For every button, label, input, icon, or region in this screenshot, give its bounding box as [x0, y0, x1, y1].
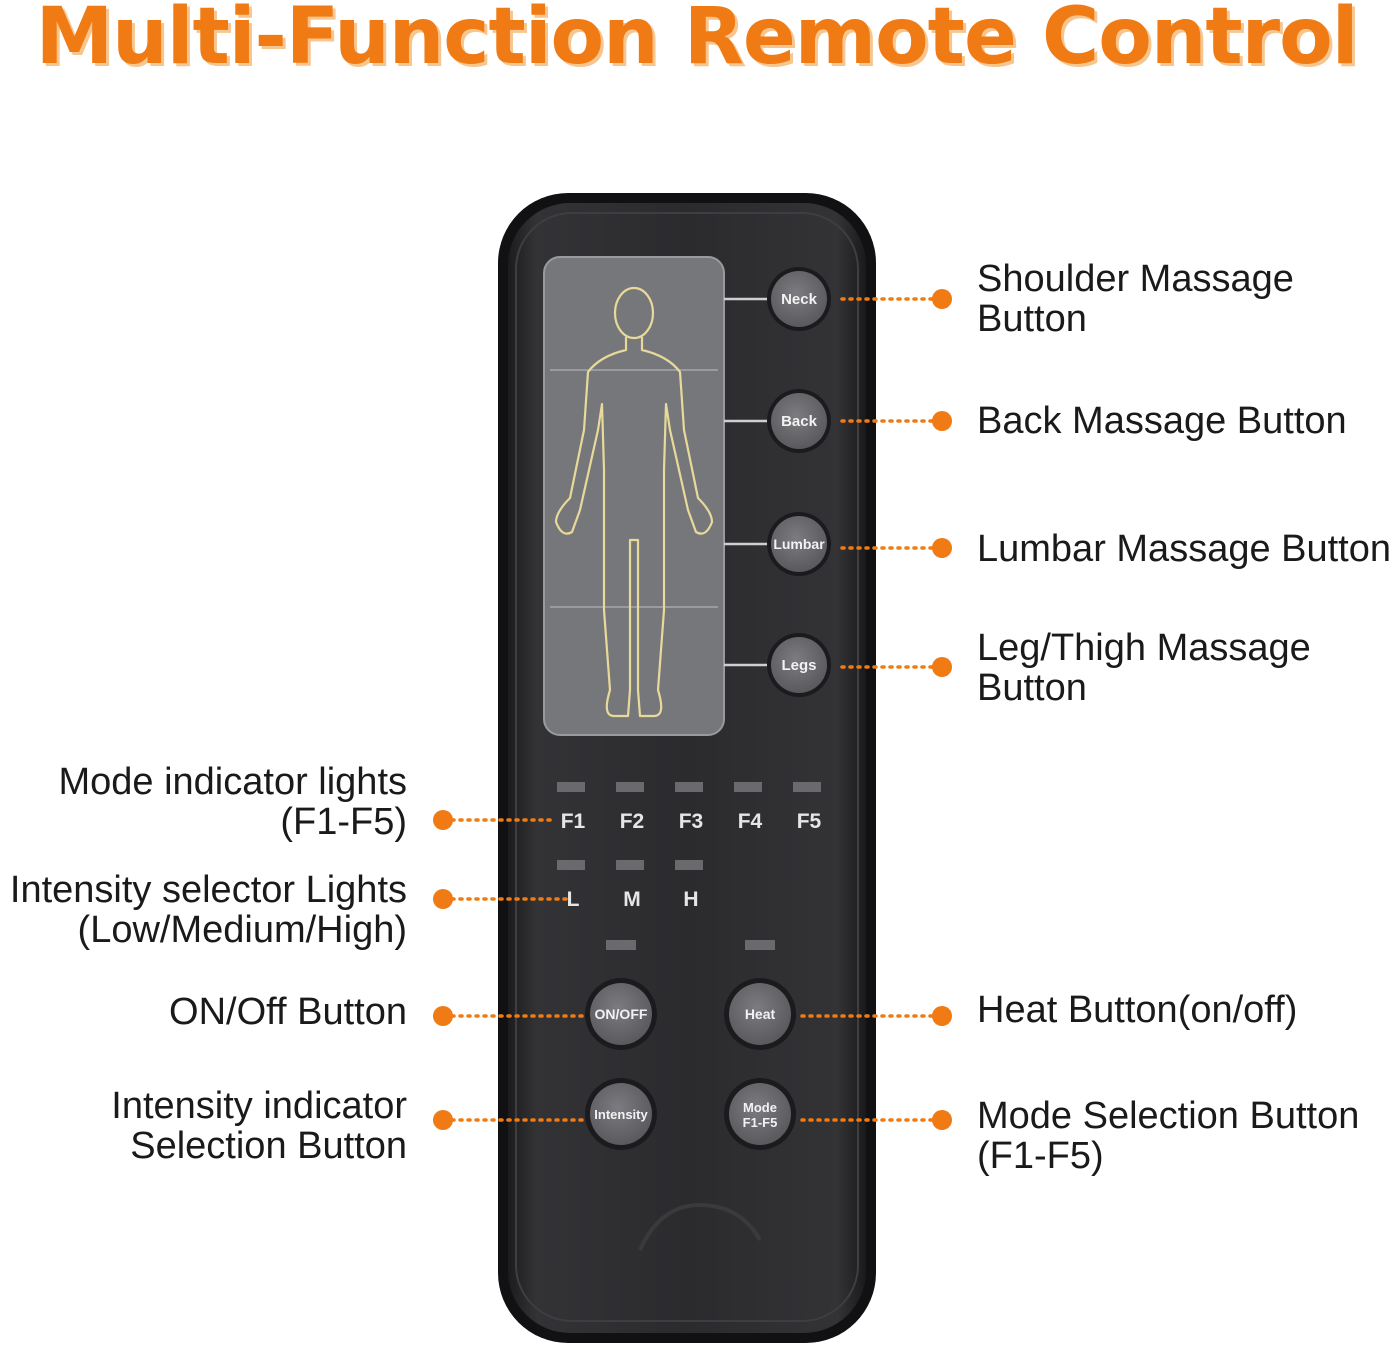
mode-light: [793, 782, 821, 792]
callout-leg: Leg/Thigh Massage Button: [977, 628, 1311, 708]
callout-onoff: ON/Off Button: [169, 992, 407, 1032]
callout-dot: [433, 1006, 453, 1026]
mode-button-label-line2: F1-F5: [743, 1115, 778, 1130]
power-indicator-light: [606, 940, 636, 950]
legs-button[interactable]: Legs: [767, 633, 831, 697]
lumbar-button[interactable]: Lumbar: [767, 512, 831, 576]
callout-dot: [932, 411, 952, 431]
callout-heat-line1: Heat Button(on/off): [977, 989, 1298, 1031]
callout-shoulder-line1: Shoulder Massage: [977, 258, 1294, 300]
page-title: Multi-Function Remote Control: [35, 0, 1359, 82]
callout-heat: Heat Button(on/off): [977, 990, 1297, 1030]
body-map-panel: [543, 256, 725, 736]
neck-button-label: Neck: [781, 291, 818, 308]
callout-mode-button: Mode Selection Button (F1-F5): [977, 1096, 1359, 1176]
mode-light-label: F3: [679, 810, 704, 833]
callout-dot: [932, 289, 952, 309]
heat-indicator-light: [745, 940, 775, 950]
callout-dot: [433, 889, 453, 909]
mode-light-label: F5: [797, 810, 822, 833]
mode-light-label: F2: [620, 810, 645, 833]
brand-mark-icon: [638, 1202, 762, 1251]
callout-dot: [433, 810, 453, 830]
callout-mode-lights-line2: (F1-F5): [280, 801, 407, 843]
callout-shoulder: Shoulder Massage Button: [977, 259, 1294, 339]
mode-button[interactable]: Mode F1-F5: [724, 1078, 796, 1150]
back-button-label: Back: [781, 413, 818, 430]
mode-light: [616, 782, 644, 792]
callout-back: Back Massage Button: [977, 401, 1347, 441]
panel-connectors: [724, 297, 768, 667]
callout-leg-line1: Leg/Thigh Massage: [977, 627, 1311, 669]
intensity-light-label: H: [683, 888, 698, 911]
callout-back-line1: Back Massage Button: [977, 400, 1347, 442]
callout-dot: [433, 1110, 453, 1130]
intensity-light: [557, 860, 585, 870]
mode-light: [734, 782, 762, 792]
callout-intensity-button-line2: Selection Button: [130, 1125, 407, 1167]
callout-leg-line2: Button: [977, 667, 1087, 709]
callout-dot: [932, 538, 952, 558]
callout-intensity-lights: Intensity selector Lights (Low/Medium/Hi…: [10, 870, 407, 950]
neck-button[interactable]: Neck: [767, 267, 831, 331]
callout-lumbar-line1: Lumbar Massage Button: [977, 528, 1392, 570]
callout-mode-button-line1: Mode Selection Button: [977, 1095, 1360, 1137]
mode-light-label: F1: [561, 810, 586, 833]
callout-dot: [932, 1006, 952, 1026]
callout-lumbar: Lumbar Massage Button: [977, 529, 1391, 569]
intensity-light: [675, 860, 703, 870]
callout-dot: [932, 657, 952, 677]
callout-intensity-lights-line2: (Low/Medium/High): [77, 909, 407, 951]
callout-shoulder-line2: Button: [977, 298, 1087, 340]
heat-button-label: Heat: [745, 1006, 776, 1022]
callout-intensity-lights-line1: Intensity selector Lights: [9, 869, 407, 911]
legs-button-label: Legs: [781, 657, 816, 674]
mode-light: [675, 782, 703, 792]
callout-mode-lights-line1: Mode indicator lights: [58, 761, 407, 803]
intensity-button[interactable]: Intensity: [585, 1078, 657, 1150]
callout-dot: [932, 1110, 952, 1130]
callout-mode-lights: Mode indicator lights (F1-F5): [58, 762, 407, 842]
callout-intensity-button-line1: Intensity indicator: [111, 1085, 407, 1127]
callout-leaders: [450, 297, 934, 1122]
heat-button[interactable]: Heat: [724, 978, 796, 1050]
intensity-light: [616, 860, 644, 870]
onoff-button-label: ON/OFF: [595, 1006, 648, 1022]
mode-button-label-line1: Mode: [743, 1100, 777, 1115]
intensity-light-label: M: [623, 888, 641, 911]
intensity-button-label: Intensity: [594, 1107, 648, 1122]
mode-indicator-lights: F1 F2 F3 F4 F5: [557, 782, 822, 833]
intensity-indicator-lights: L M H: [557, 860, 703, 911]
mode-light: [557, 782, 585, 792]
back-button[interactable]: Back: [767, 389, 831, 453]
intensity-light-label: L: [567, 888, 580, 911]
onoff-button[interactable]: ON/OFF: [585, 978, 657, 1050]
callout-onoff-line1: ON/Off Button: [169, 991, 407, 1033]
callout-intensity-button: Intensity indicator Selection Button: [111, 1086, 407, 1166]
callout-mode-button-line2: (F1-F5): [977, 1135, 1104, 1177]
mode-light-label: F4: [738, 810, 763, 833]
lumbar-button-label: Lumbar: [773, 536, 825, 552]
callout-dots: [433, 289, 952, 1130]
human-figure-icon: [554, 286, 714, 718]
